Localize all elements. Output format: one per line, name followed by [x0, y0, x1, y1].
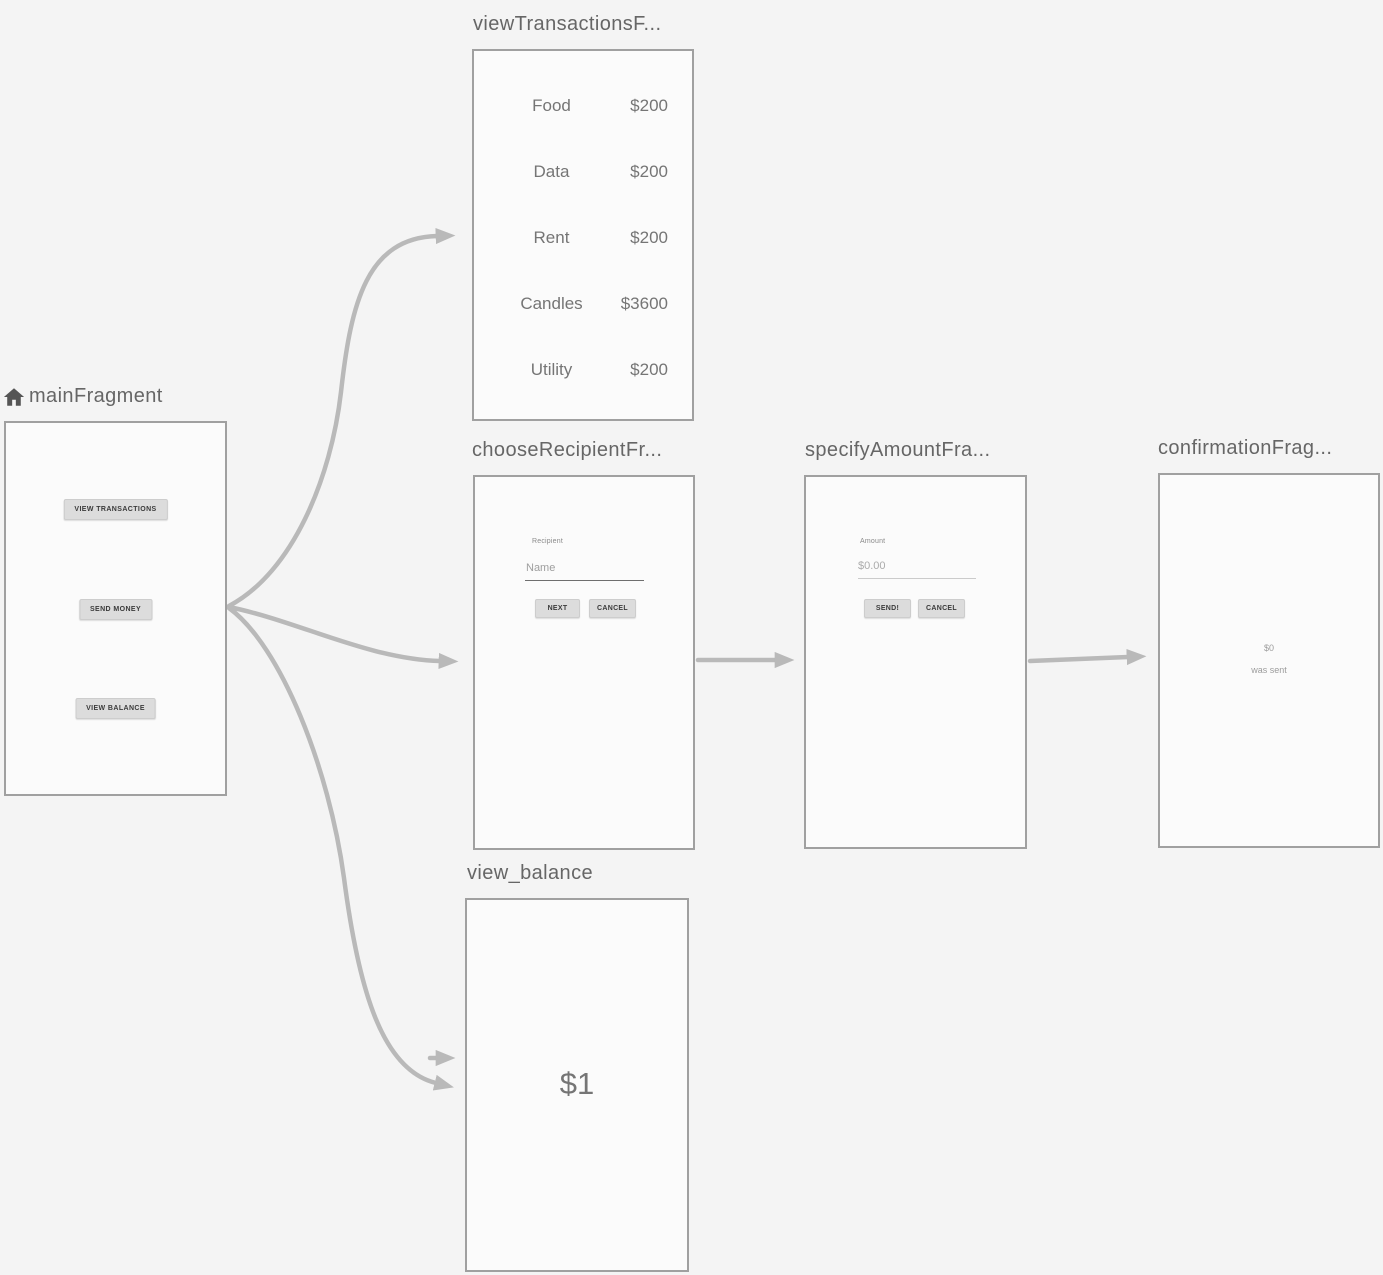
fragment-name-label: specifyAmountFra... [805, 439, 991, 461]
recipient-field-label: Recipient [532, 538, 563, 545]
fragment-specifyAmountFragment[interactable]: Amount $0.00 SEND! CANCEL [804, 475, 1027, 849]
balance-text: $1 [559, 1066, 595, 1101]
amount-input: $0.00 [858, 560, 886, 572]
fragment-mainFragment[interactable]: VIEW TRANSACTIONS SEND MONEY VIEW BALANC… [4, 421, 227, 796]
view-balance-button: VIEW BALANCE [75, 698, 156, 719]
fragment-title-view_balance[interactable]: view_balance [467, 862, 593, 885]
cancel-button: CANCEL [589, 599, 636, 618]
recipient-name-input: Name [526, 562, 556, 574]
transaction-row: Candles $3600 [474, 271, 692, 337]
transaction-amount: $3600 [620, 294, 668, 313]
fragment-name-label: chooseRecipientFr... [472, 439, 663, 461]
fragment-view_balance[interactable]: $1 [465, 898, 689, 1272]
fragment-title-viewTransactionsFragment[interactable]: viewTransactionsF... [473, 13, 661, 36]
fragment-title-mainFragment[interactable]: mainFragment [3, 385, 163, 408]
transaction-amount: $200 [630, 162, 668, 181]
amount-input-underline [858, 578, 976, 579]
cancel-button: CANCEL [918, 599, 965, 618]
fragment-viewTransactionsFragment[interactable]: Food $200 Data $200 Rent $200 Candles $3… [472, 49, 694, 421]
fragment-name-label: viewTransactionsF... [473, 13, 662, 35]
recipient-input-underline [525, 580, 644, 581]
confirmation-message-text: was sent [1251, 665, 1287, 675]
fragment-name-label: confirmationFrag... [1158, 437, 1333, 459]
transaction-amount: $200 [630, 96, 668, 115]
fragment-name-label: view_balance [467, 862, 593, 884]
transaction-row: Rent $200 [474, 205, 692, 271]
fragment-title-specifyAmountFragment[interactable]: specifyAmountFra... [805, 439, 990, 462]
transaction-label: Food [532, 96, 571, 115]
action-arrow-main-to-choose-recipient[interactable] [226, 604, 459, 670]
transaction-label: Data [533, 162, 570, 181]
fragment-title-chooseRecipientFragment[interactable]: chooseRecipientFr... [472, 439, 662, 462]
action-arrow-specify-amount-to-confirmation[interactable] [1027, 648, 1147, 666]
transaction-row: Utility $200 [474, 337, 692, 403]
action-arrow-main-to-view-balance[interactable] [226, 605, 454, 1091]
confirmation-amount-text: $0 [1263, 643, 1274, 653]
fragment-title-confirmationFragment[interactable]: confirmationFrag... [1158, 437, 1332, 460]
transaction-label: Utility [530, 360, 573, 379]
transaction-label: Rent [533, 228, 570, 247]
fragment-confirmationFragment[interactable]: $0 was sent [1158, 473, 1380, 848]
transaction-amount: $200 [630, 360, 668, 379]
home-icon [3, 387, 25, 406]
transactions-list: Food $200 Data $200 Rent $200 Candles $3… [474, 73, 692, 403]
fragment-chooseRecipientFragment[interactable]: Recipient Name NEXT CANCEL [473, 475, 695, 850]
transaction-row: Food $200 [474, 73, 692, 139]
transaction-amount: $200 [630, 228, 668, 247]
transaction-row: Data $200 [474, 139, 692, 205]
fragment-name-label: mainFragment [29, 385, 163, 407]
view-transactions-button: VIEW TRANSACTIONS [63, 499, 168, 520]
action-arrow-main-to-view-transactions[interactable] [226, 227, 456, 609]
send-button: SEND! [864, 599, 911, 618]
send-money-button: SEND MONEY [78, 599, 153, 620]
next-button: NEXT [535, 599, 580, 618]
transaction-label: Candles [520, 294, 583, 313]
amount-field-label: Amount [860, 538, 886, 545]
